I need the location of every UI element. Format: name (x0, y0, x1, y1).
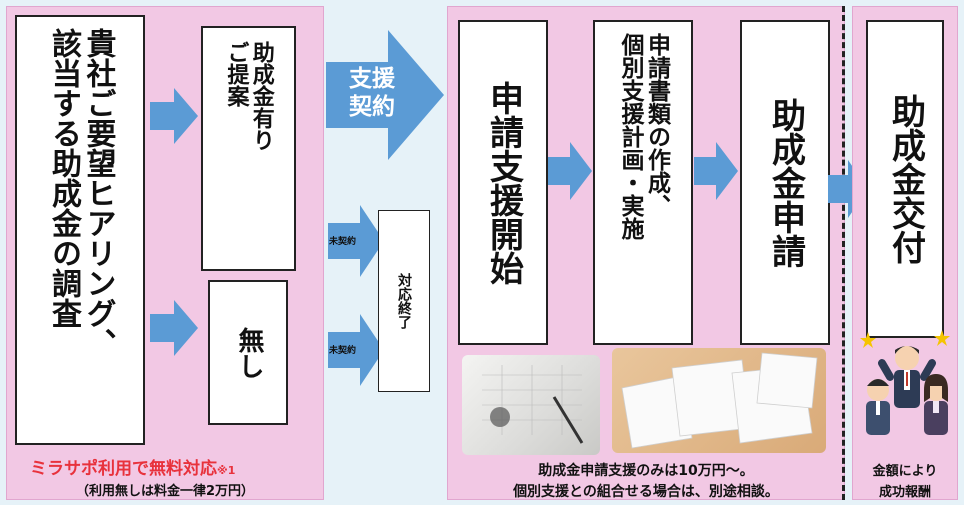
grant-box: 助成金交付 (866, 20, 944, 338)
no-contract-label-1: 未契約 (329, 237, 357, 247)
none-text: 無し (233, 326, 264, 379)
contract-label: 支援 契約 (349, 66, 395, 120)
end-box: 対応終了 (378, 210, 430, 392)
start-box: 申請支援開始 (458, 20, 548, 345)
photo-documents (612, 348, 826, 453)
support-fee-line1: 助成金申請支援のみは10万円〜。 (538, 463, 754, 479)
grant-fee-line1: 金額により (872, 464, 938, 479)
hearing-box: 貴社ご要望ヒアリング、 該当する助成金の調査 (15, 15, 145, 445)
arrow-to-apply (694, 142, 738, 200)
no-contract-arrow-2 (328, 314, 384, 386)
arrow-to-proposal (150, 88, 198, 144)
fee-note: （利用無しは料金一律2万円） (75, 484, 255, 499)
success-separator (842, 6, 845, 500)
grant-text: 助成金交付 (885, 94, 926, 264)
support-fee-line2: 個別支援との組合せる場合は、別途相談。 (513, 484, 779, 500)
docs-text: 申請書類の作成、 個別支援計画・実施 (617, 32, 670, 240)
contract-arrow (326, 30, 444, 160)
grant-fee-line2: 成功報酬 (878, 485, 931, 500)
hearing-title: 貴社ご要望ヒアリング、 該当する助成金の調査 (46, 27, 116, 358)
apply-box: 助成金申請 (740, 20, 830, 345)
free-note: ミラサポ利用で無料対応※1 (30, 454, 320, 479)
photo-consultation (462, 355, 600, 455)
no-contract-arrow-1 (328, 205, 384, 277)
none-box: 無し (208, 280, 288, 425)
start-text: 申請支援開始 (483, 80, 524, 285)
no-contract-label-2: 未契約 (329, 346, 357, 356)
end-text: 対応終了 (396, 273, 413, 329)
celebration-illustration (856, 328, 958, 448)
free-note-mark: ※1 (217, 464, 236, 477)
docs-box: 申請書類の作成、 個別支援計画・実施 (593, 20, 693, 345)
apply-text: 助成金申請 (765, 97, 806, 268)
proposal-box: 助成金有り ご提案 (201, 26, 296, 271)
arrow-to-none (150, 300, 198, 356)
proposal-text: 助成金有り ご提案 (223, 41, 274, 151)
arrow-to-docs (548, 142, 592, 200)
free-note-text: ミラサポ利用で無料対応 (30, 459, 217, 479)
